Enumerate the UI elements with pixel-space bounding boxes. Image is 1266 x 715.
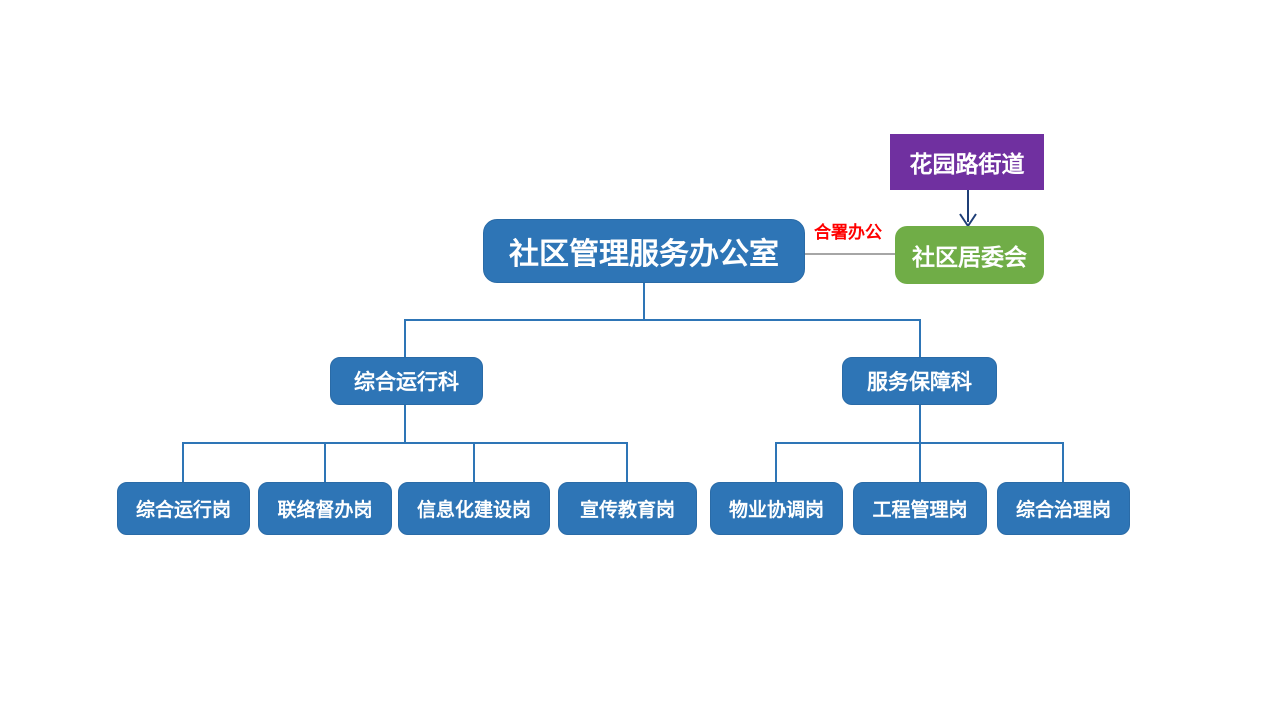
post-comprehensive-operation-box: 综合运行岗 [117, 482, 250, 535]
connector-to-dept-operations [404, 319, 406, 358]
post-publicity-education-box: 宣传教育岗 [558, 482, 697, 535]
street-office-box: 花园路街道 [890, 134, 1044, 190]
connector-to-post-property-coordination [775, 442, 777, 483]
connector-to-post-informatization [473, 442, 475, 483]
connector-left-horizontal [182, 442, 628, 444]
post-comprehensive-governance-box: 综合治理岗 [997, 482, 1130, 535]
post-engineering-management-box: 工程管理岗 [853, 482, 987, 535]
joint-office-gray-line [805, 253, 895, 255]
community-management-office-box: 社区管理服务办公室 [483, 219, 805, 283]
post-liaison-supervision-box: 联络督办岗 [258, 482, 392, 535]
connector-top-horizontal [404, 319, 921, 321]
connector-dept-operations-down [404, 405, 406, 444]
connector-to-post-publicity-education [626, 442, 628, 483]
connector-to-dept-services [919, 319, 921, 358]
dept-comprehensive-operations-box: 综合运行科 [330, 357, 483, 405]
dept-service-support-box: 服务保障科 [842, 357, 997, 405]
post-property-coordination-box: 物业协调岗 [710, 482, 843, 535]
connector-to-post-comprehensive-governance [1062, 442, 1064, 483]
connector-to-post-comprehensive-operation [182, 442, 184, 483]
down-arrow-icon [957, 189, 979, 229]
residents-committee-box: 社区居委会 [895, 226, 1044, 284]
connector-dept-services-down [919, 405, 921, 444]
connector-to-post-engineering-management [919, 442, 921, 483]
connector-to-post-liaison-supervision [324, 442, 326, 483]
joint-office-annotation: 合署办公 [814, 223, 882, 242]
post-informatization-box: 信息化建设岗 [398, 482, 550, 535]
connector-office-down [643, 283, 645, 321]
